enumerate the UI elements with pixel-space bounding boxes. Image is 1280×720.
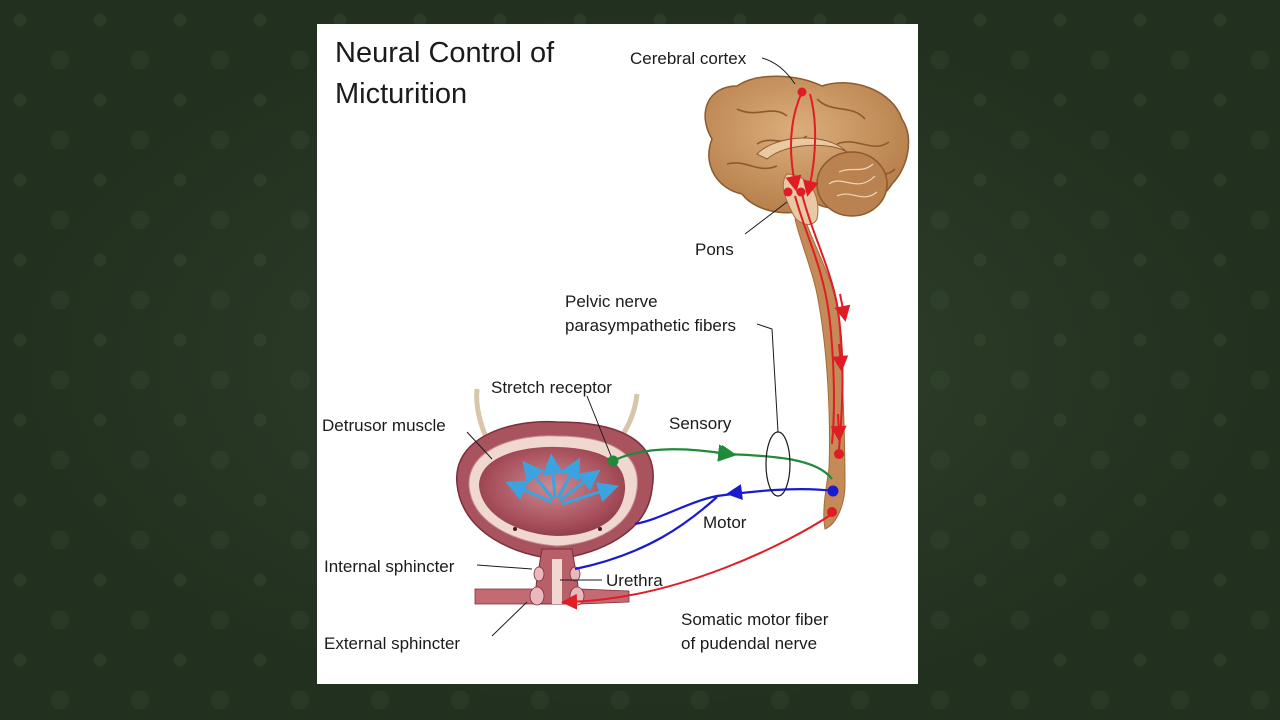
stretch-arrows (505, 453, 620, 506)
label-pons: Pons (695, 240, 734, 259)
spinal-cord (794, 213, 846, 530)
label-internal-sphincter: Internal sphincter (324, 557, 455, 576)
label-sensory: Sensory (669, 414, 732, 433)
stretch-receptor-node (607, 455, 619, 467)
brain-illustration (704, 75, 910, 225)
descending-pathway (561, 91, 851, 610)
diagram-panel: Neural Control of Micturition (317, 24, 918, 684)
label-stretch-receptor: Stretch receptor (491, 378, 612, 397)
motor-arrowhead (726, 484, 743, 500)
pathway-nodes (783, 87, 844, 517)
label-somatic-line2: of pudendal nerve (681, 634, 817, 653)
motor-pathway-lower (574, 496, 718, 571)
micturition-diagram: Neural Control of Micturition (322, 37, 910, 653)
label-detrusor-muscle: Detrusor muscle (322, 416, 446, 435)
leader-lines (466, 57, 796, 637)
label-pelvic-nerve-line2: parasympathetic fibers (565, 316, 736, 335)
diagram-title-line1: Neural Control of (335, 37, 555, 69)
pelvic-nerve-bundle (765, 431, 791, 497)
label-urethra: Urethra (606, 571, 663, 590)
label-pelvic-nerve-line1: Pelvic nerve (565, 292, 658, 311)
diagram-title-line2: Micturition (335, 78, 467, 110)
motor-node (827, 485, 839, 497)
label-external-sphincter: External sphincter (324, 634, 460, 653)
sensory-arrowhead (719, 444, 737, 461)
motor-pathway-upper (634, 488, 834, 526)
label-motor: Motor (703, 513, 747, 532)
label-cerebral-cortex: Cerebral cortex (630, 49, 747, 68)
label-somatic-line1: Somatic motor fiber (681, 610, 829, 629)
